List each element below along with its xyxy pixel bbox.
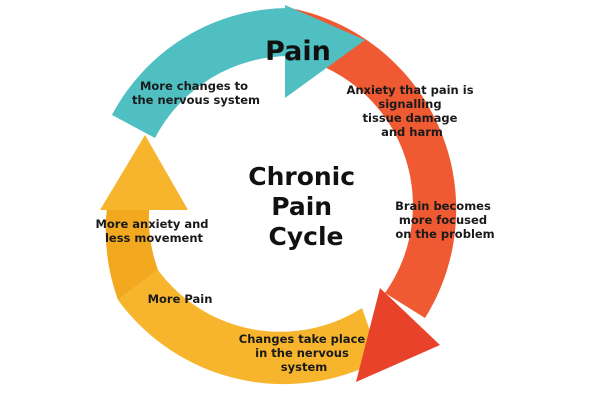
label-line: system	[281, 360, 327, 374]
label-more-pain: More Pain	[148, 292, 213, 306]
label-line: More Pain	[148, 292, 213, 306]
label-line: more focused	[399, 213, 487, 227]
label-line: the nervous system	[132, 93, 260, 107]
left-arrowhead	[100, 135, 188, 210]
center-title-line: Chronic	[248, 162, 355, 191]
label-line: Brain becomes	[395, 199, 491, 213]
label-line: tissue damage	[363, 111, 458, 125]
label-line: less movement	[105, 231, 204, 245]
label-line: on the problem	[395, 227, 494, 241]
label-line: Anxiety that pain is	[346, 83, 473, 97]
amber-ring-segment	[118, 270, 380, 385]
top-arrowhead	[285, 5, 365, 98]
label-line: More anxiety and	[95, 217, 208, 231]
label-line: More changes to	[140, 79, 248, 93]
orange-ring-segment	[290, 8, 457, 318]
bottom-right-arrowhead	[356, 288, 440, 382]
label-anxiety-pain-signalling: Anxiety that pain is signalling tissue d…	[346, 83, 477, 139]
label-line: and harm	[381, 125, 443, 139]
pain-top-label: Pain	[265, 36, 331, 67]
label-line: Changes take place	[239, 332, 366, 346]
label-more-changes-nervous-system: More changes to the nervous system	[132, 79, 260, 107]
center-title-line: Pain	[271, 192, 332, 221]
center-title-line: Cycle	[269, 222, 344, 251]
label-changes-take-place: Changes take place in the nervous system	[239, 332, 369, 374]
teal-ring-segment	[112, 7, 290, 139]
label-more-anxiety-less-movement: More anxiety and less movement	[95, 217, 212, 245]
label-brain-focused: Brain becomes more focused on the proble…	[395, 199, 495, 241]
label-line: signalling	[378, 97, 441, 111]
label-line: in the nervous	[255, 346, 349, 360]
center-title: Chronic Pain Cycle	[248, 162, 364, 251]
yellow-ring-segment	[105, 200, 158, 300]
